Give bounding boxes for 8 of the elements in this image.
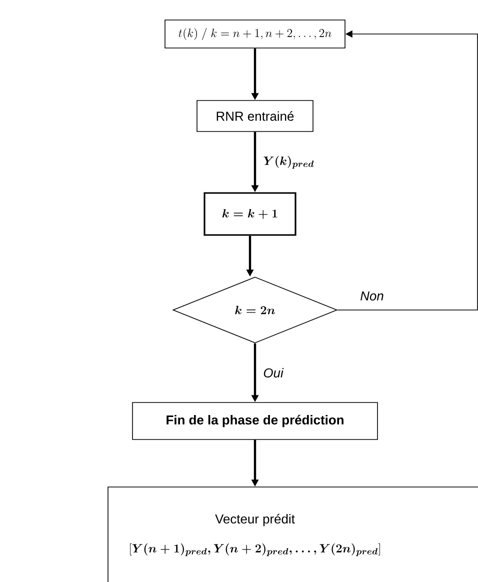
edge-label: Oui — [262, 367, 284, 378]
process-box: Fin de la phase de prédiction — [132, 402, 378, 440]
edge-label: $\boldsymbol{Y(k)_{pred}}$ — [262, 154, 316, 170]
process-box: RNR entrainé — [196, 100, 314, 132]
process-box: $\boldsymbol{k = k + 1}$ — [204, 192, 296, 236]
output-box: Vecteur prédit $[\boldsymbol{Y(n+1)_{pred}, Y(n+2)_{pred}, \ldots, Y(2n)_{pred}}]$ — [108, 486, 478, 582]
edge-label: Non — [359, 290, 385, 302]
process-box: $t(k)\;/\;k = n+1, n+2, \ldots, 2n$ — [164, 20, 346, 48]
